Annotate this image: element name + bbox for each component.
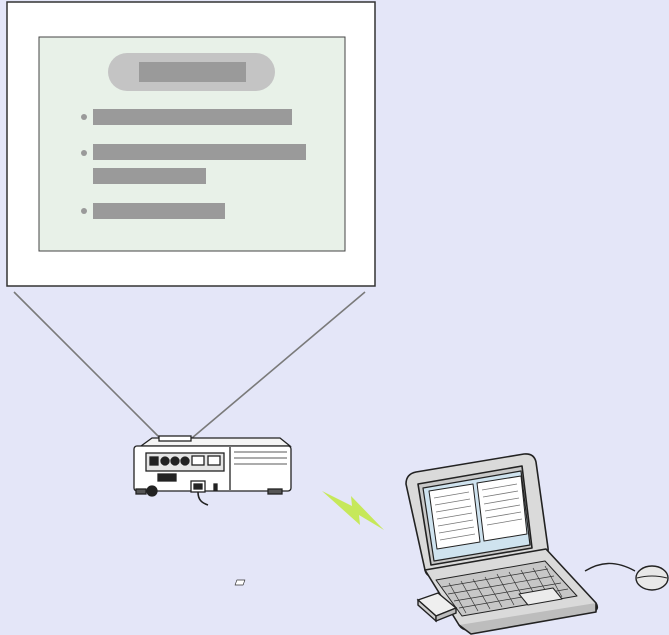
laptop-icon (234, 453, 599, 635)
bullet-dot (81, 150, 87, 156)
projection-screen (6, 1, 376, 287)
slide-title-bar (139, 62, 246, 82)
bullet-line (93, 144, 306, 160)
bullet-line-continued (93, 168, 206, 184)
bullet-line (93, 109, 292, 125)
projected-slide (38, 36, 346, 252)
usb-adapter-icon (416, 592, 458, 623)
mouse-icon (635, 565, 669, 591)
bullet-dot (81, 114, 87, 120)
lightning-bolt-icon (322, 491, 384, 530)
bullet-line (93, 203, 225, 219)
bullet-dot (81, 208, 87, 214)
document-page-left (428, 483, 481, 550)
mouse-cable (584, 562, 636, 572)
document-page-right (476, 475, 528, 542)
projection-beam (13, 291, 366, 439)
projector-icon (133, 435, 292, 506)
